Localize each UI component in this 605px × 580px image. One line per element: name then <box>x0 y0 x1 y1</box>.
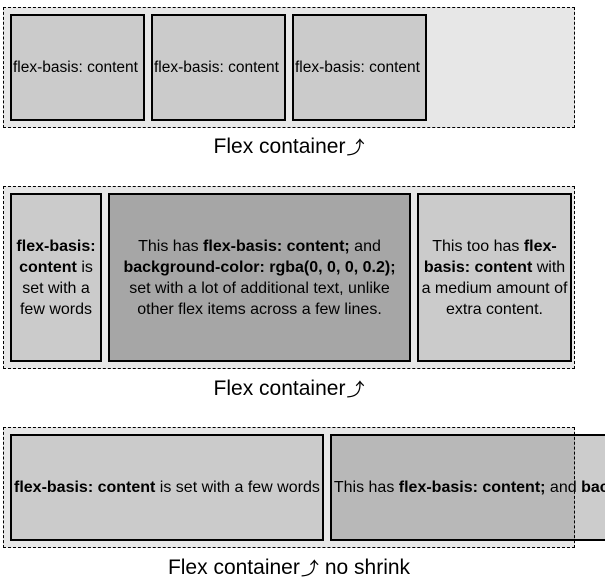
caption-suffix: no shrink <box>324 556 411 579</box>
flex-item: flex-basis: content <box>10 14 145 121</box>
flex-item-text: This too has flex-basis: content with a … <box>421 237 568 318</box>
flex-item: This too has flex-basis: content with a … <box>417 193 572 362</box>
external-link-arrow-icon: ⤴ <box>346 380 365 401</box>
caption-label: Flex container <box>213 377 346 400</box>
flex-container-link[interactable]: Flex container⤴ <box>167 556 319 580</box>
caption-flex-container-2: Flex container⤴ <box>3 376 575 403</box>
flex-item-shaded-overflowing: This has flex-basis: content; and backgr… <box>329 434 605 541</box>
flex-item-text: flex-basis: content <box>154 58 279 76</box>
flex-item-text: flex-basis: content is set with a few wo… <box>16 237 96 318</box>
flex-item: flex-basis: content is set with a few wo… <box>10 193 102 362</box>
flex-item-text: This has flex-basis: content; and backgr… <box>333 478 605 496</box>
caption-flex-container-no-shrink: Flex container⤴no shrink <box>3 555 575 580</box>
flex-item-text: flex-basis: content is set with a few wo… <box>14 478 320 496</box>
flex-item-shaded: This has flex-basis: content; and backgr… <box>108 193 411 362</box>
caption-flex-container-1: Flex container⤴ <box>3 134 575 161</box>
flex-container-1: flex-basis: content flex-basis: content … <box>3 7 575 128</box>
flex-container-2: flex-basis: content is set with a few wo… <box>3 186 575 369</box>
caption-label: Flex container <box>167 556 300 579</box>
flex-container-no-shrink: flex-basis: content is set with a few wo… <box>3 427 605 548</box>
flex-item: flex-basis: content <box>151 14 286 121</box>
flex-container-link[interactable]: Flex container⤴ <box>213 377 365 401</box>
caption-label: Flex container <box>213 135 346 158</box>
external-link-arrow-icon: ⤴ <box>346 138 365 159</box>
flex-container-link[interactable]: Flex container⤴ <box>213 135 365 159</box>
external-link-arrow-icon: ⤴ <box>300 559 319 580</box>
flex-item: flex-basis: content is set with a few wo… <box>10 434 324 541</box>
flex-item-text: flex-basis: content <box>295 58 420 76</box>
flex-item-text: This has flex-basis: content; and backgr… <box>123 237 396 318</box>
flex-item-text: flex-basis: content <box>13 58 138 76</box>
flex-item: flex-basis: content <box>292 14 427 121</box>
